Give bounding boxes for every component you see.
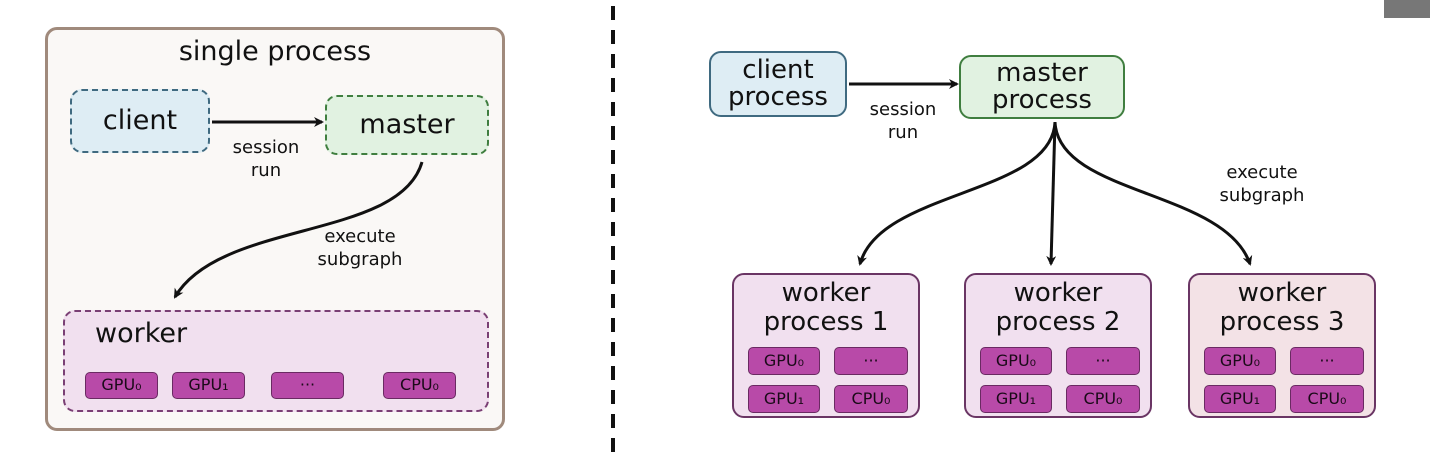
left-worker-gpu0-chip: GPU₀ xyxy=(85,372,158,399)
worker-2-line1: worker xyxy=(1013,278,1103,308)
worker-process-3-label: worker process 3 xyxy=(1190,279,1374,336)
left-master-node: master xyxy=(325,95,489,155)
left-client-node: client xyxy=(70,89,210,153)
worker-3-gpu1-chip: GPU₁ xyxy=(1204,385,1276,413)
left-worker-gpu1-chip: GPU₁ xyxy=(172,372,245,399)
left-execute-subgraph-label: execute subgraph xyxy=(300,225,420,272)
right-client-process-node: client process xyxy=(709,51,847,117)
worker-3-cpu0-chip: CPU₀ xyxy=(1290,385,1364,413)
worker-1-gpu1-chip: GPU₁ xyxy=(748,385,820,413)
worker-1-ellipsis-chip: ··· xyxy=(834,347,908,375)
single-process-title: single process xyxy=(178,36,372,67)
worker-3-gpu0-chip: GPU₀ xyxy=(1204,347,1276,375)
right-client-line2: process xyxy=(728,82,828,112)
right-execute-arrow-worker2 xyxy=(1046,121,1057,266)
worker-2-ellipsis-chip: ··· xyxy=(1066,347,1140,375)
left-worker-node: worker GPU₀ GPU₁ ··· CPU₀ xyxy=(63,310,489,412)
left-session-label: session xyxy=(232,137,300,158)
right-client-line1: client xyxy=(742,54,814,85)
right-session-label: session xyxy=(869,99,937,120)
worker-1-cpu0-chip: CPU₀ xyxy=(834,385,908,413)
left-execute-label: execute xyxy=(324,226,396,247)
worker-process-3-node: worker process 3 GPU₀ ··· GPU₁ CPU₀ xyxy=(1188,273,1376,418)
left-worker-label: worker xyxy=(95,318,188,349)
left-client-label: client xyxy=(102,104,178,136)
worker-process-1-label: worker process 1 xyxy=(734,279,918,336)
worker-process-1-node: worker process 1 GPU₀ ··· GPU₁ CPU₀ xyxy=(732,273,920,418)
worker-process-2-label: worker process 2 xyxy=(966,279,1150,336)
worker-3-line1: worker xyxy=(1237,278,1327,308)
right-execute-arrow-worker3 xyxy=(1053,121,1253,266)
worker-3-line2: process 3 xyxy=(1219,306,1345,337)
corner-tab xyxy=(1384,0,1430,18)
panel-divider xyxy=(611,6,615,456)
right-session-run-label: session run xyxy=(855,98,951,145)
left-session-run-label: session run xyxy=(218,136,314,183)
worker-1-line2: process 1 xyxy=(763,306,889,337)
right-execute-label: execute xyxy=(1226,162,1298,183)
right-subgraph-label: subgraph xyxy=(1219,185,1305,207)
right-master-line1: master xyxy=(996,57,1088,88)
worker-1-line1: worker xyxy=(781,278,871,308)
right-master-process-node: master process xyxy=(959,55,1125,119)
right-run-label: run xyxy=(887,122,919,144)
worker-1-gpu0-chip: GPU₀ xyxy=(748,347,820,375)
left-master-label: master xyxy=(359,108,455,140)
left-worker-ellipsis-chip: ··· xyxy=(271,372,344,399)
worker-process-2-node: worker process 2 GPU₀ ··· GPU₁ CPU₀ xyxy=(964,273,1152,418)
worker-2-cpu0-chip: CPU₀ xyxy=(1066,385,1140,413)
worker-3-ellipsis-chip: ··· xyxy=(1290,347,1364,375)
left-run-label: run xyxy=(250,160,282,182)
worker-2-gpu0-chip: GPU₀ xyxy=(980,347,1052,375)
right-master-line2: process xyxy=(992,85,1092,115)
right-execute-arrow-worker1 xyxy=(857,121,1057,266)
left-execute-subgraph-arrow xyxy=(173,161,424,299)
worker-2-gpu1-chip: GPU₁ xyxy=(980,385,1052,413)
right-execute-subgraph-label: execute subgraph xyxy=(1202,161,1322,208)
left-worker-cpu0-chip: CPU₀ xyxy=(383,372,456,399)
worker-2-line2: process 2 xyxy=(995,306,1121,337)
left-subgraph-label: subgraph xyxy=(317,249,403,271)
